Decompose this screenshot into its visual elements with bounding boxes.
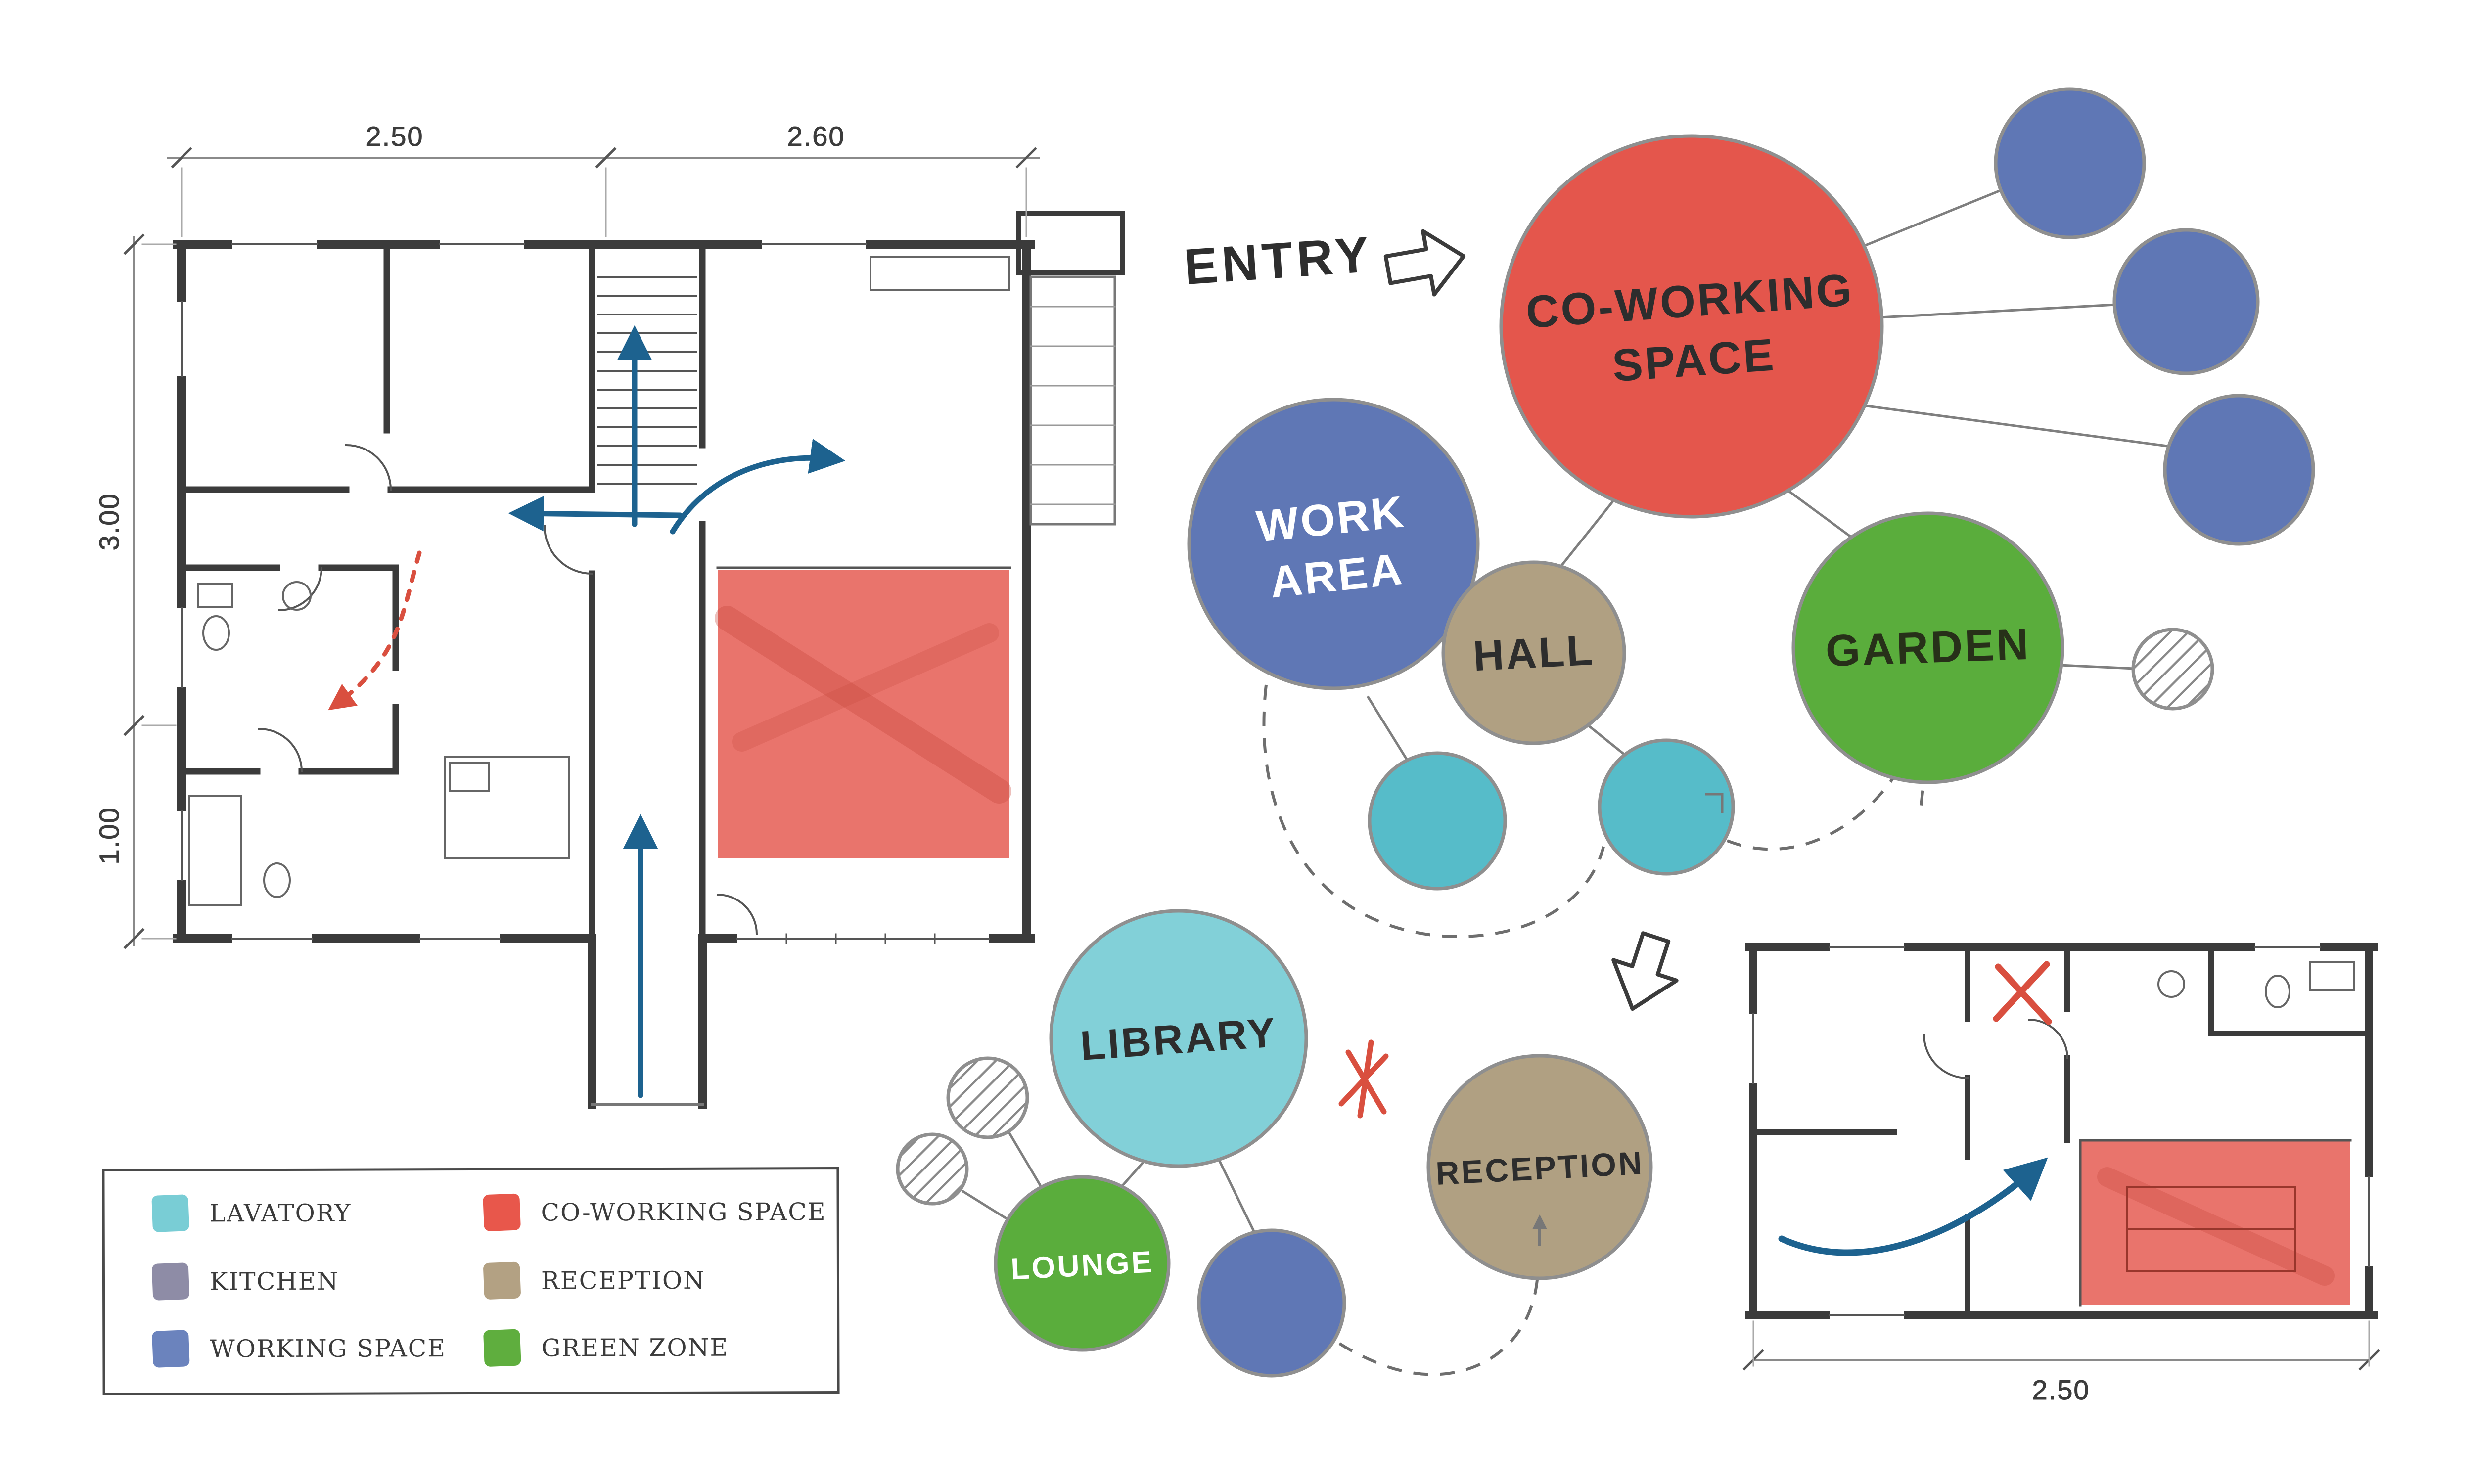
floor-plan-main: 2.50 2.60 3.00 1.00	[93, 121, 1125, 1109]
bubble-garden	[1791, 511, 2064, 784]
bubble-blue-satellite-1	[1994, 87, 2146, 239]
legend: LAVATORY KITCHEN WORKING SPACE CO-WORKIN…	[102, 1167, 840, 1395]
dim-label-left-lower: 1.00	[93, 807, 125, 865]
legend-item-working-space: WORKING SPACE	[151, 1330, 447, 1368]
legend-swatch-green-zone	[483, 1329, 521, 1367]
bubble-hatched-3	[896, 1132, 969, 1206]
legend-label-coworking: CO-WORKING SPACE	[541, 1197, 826, 1227]
doors	[258, 444, 758, 936]
red-x-mark	[1993, 961, 2052, 1025]
dim-label-top-right: 2.60	[787, 121, 845, 152]
stairs	[597, 276, 697, 485]
bubble-hall	[1441, 560, 1626, 745]
bubble-label-coworking-2: SPACE	[1611, 329, 1777, 391]
red-strike-mark	[1338, 1039, 1389, 1119]
plan-small-coworking-zone	[2080, 1140, 2350, 1305]
balcony	[1016, 211, 1125, 526]
legend-item-coworking: CO-WORKING SPACE	[483, 1193, 826, 1232]
bubble-label-lounge: LOUNGE	[1010, 1245, 1154, 1286]
bubble-lavatory-2	[1598, 738, 1735, 876]
bubble-library	[1049, 909, 1308, 1168]
legend-label-lavatory: LAVATORY	[209, 1199, 352, 1227]
legend-swatch-reception	[483, 1261, 521, 1300]
entry-label: ENTRY	[1182, 226, 1374, 295]
bubbles	[896, 87, 2315, 1378]
flow-arrow-small-plan	[1778, 1157, 2048, 1256]
entry-callout: ENTRY	[1182, 226, 1466, 297]
legend-swatch-kitchen	[151, 1262, 190, 1301]
bubble-reception	[1426, 1054, 1653, 1280]
bubble-hatched-2	[946, 1056, 1029, 1139]
bubble-blue-satellite-2	[2112, 228, 2260, 375]
flow-arrow-red-dashed	[328, 550, 422, 711]
floor-plan-small: 2.50	[1742, 943, 2380, 1406]
bubble-work-area	[1187, 398, 1480, 690]
legend-item-reception: RECEPTION	[483, 1261, 706, 1300]
bubble-coworking	[1499, 134, 1884, 519]
legend-item-lavatory: LAVATORY	[151, 1194, 352, 1232]
bubble-blue-satellite-3	[2163, 394, 2315, 546]
bubble-hatched-1	[2131, 628, 2214, 711]
legend-label-reception: RECEPTION	[541, 1266, 706, 1295]
dim-label-top-left: 2.50	[366, 121, 424, 152]
flow-arrow-left	[508, 495, 683, 532]
legend-label-green-zone: GREEN ZONE	[541, 1333, 729, 1362]
flow-arrows-main	[328, 325, 846, 1098]
bubble-label-garden: GARDEN	[1825, 620, 2031, 676]
bubble-dashed-links	[1262, 684, 1927, 1376]
bubble-label-hall: HALL	[1472, 627, 1596, 680]
bubble-annotations	[1532, 793, 1724, 1246]
flow-arrow-curve-right	[670, 439, 846, 535]
legend-swatch-lavatory	[151, 1194, 190, 1232]
dim-label-left-upper: 3.00	[93, 493, 125, 551]
legend-swatch-coworking	[483, 1193, 521, 1232]
bubble-lounge	[994, 1175, 1171, 1352]
legend-label-kitchen: KITCHEN	[209, 1267, 339, 1296]
bubble-blue-satellite-4	[1197, 1228, 1346, 1378]
dim-label-small-bottom: 2.50	[2032, 1374, 2090, 1405]
legend-swatch-working-space	[151, 1330, 190, 1368]
fixtures	[188, 256, 1010, 906]
dimensions-small: 2.50	[1742, 1320, 2380, 1406]
bubble-lavatory-1	[1368, 751, 1507, 891]
plan-main-coworking-zone	[718, 570, 1009, 858]
dimensions-main: 2.50 2.60 3.00 1.00	[93, 121, 1040, 949]
entry-arrow-icon	[1383, 229, 1466, 297]
legend-label-working-space: WORKING SPACE	[210, 1334, 447, 1363]
legend-item-green-zone: GREEN ZONE	[483, 1329, 729, 1367]
down-arrow-icon	[1611, 931, 1679, 1011]
legend-item-kitchen: KITCHEN	[151, 1262, 339, 1301]
windows	[177, 240, 990, 944]
